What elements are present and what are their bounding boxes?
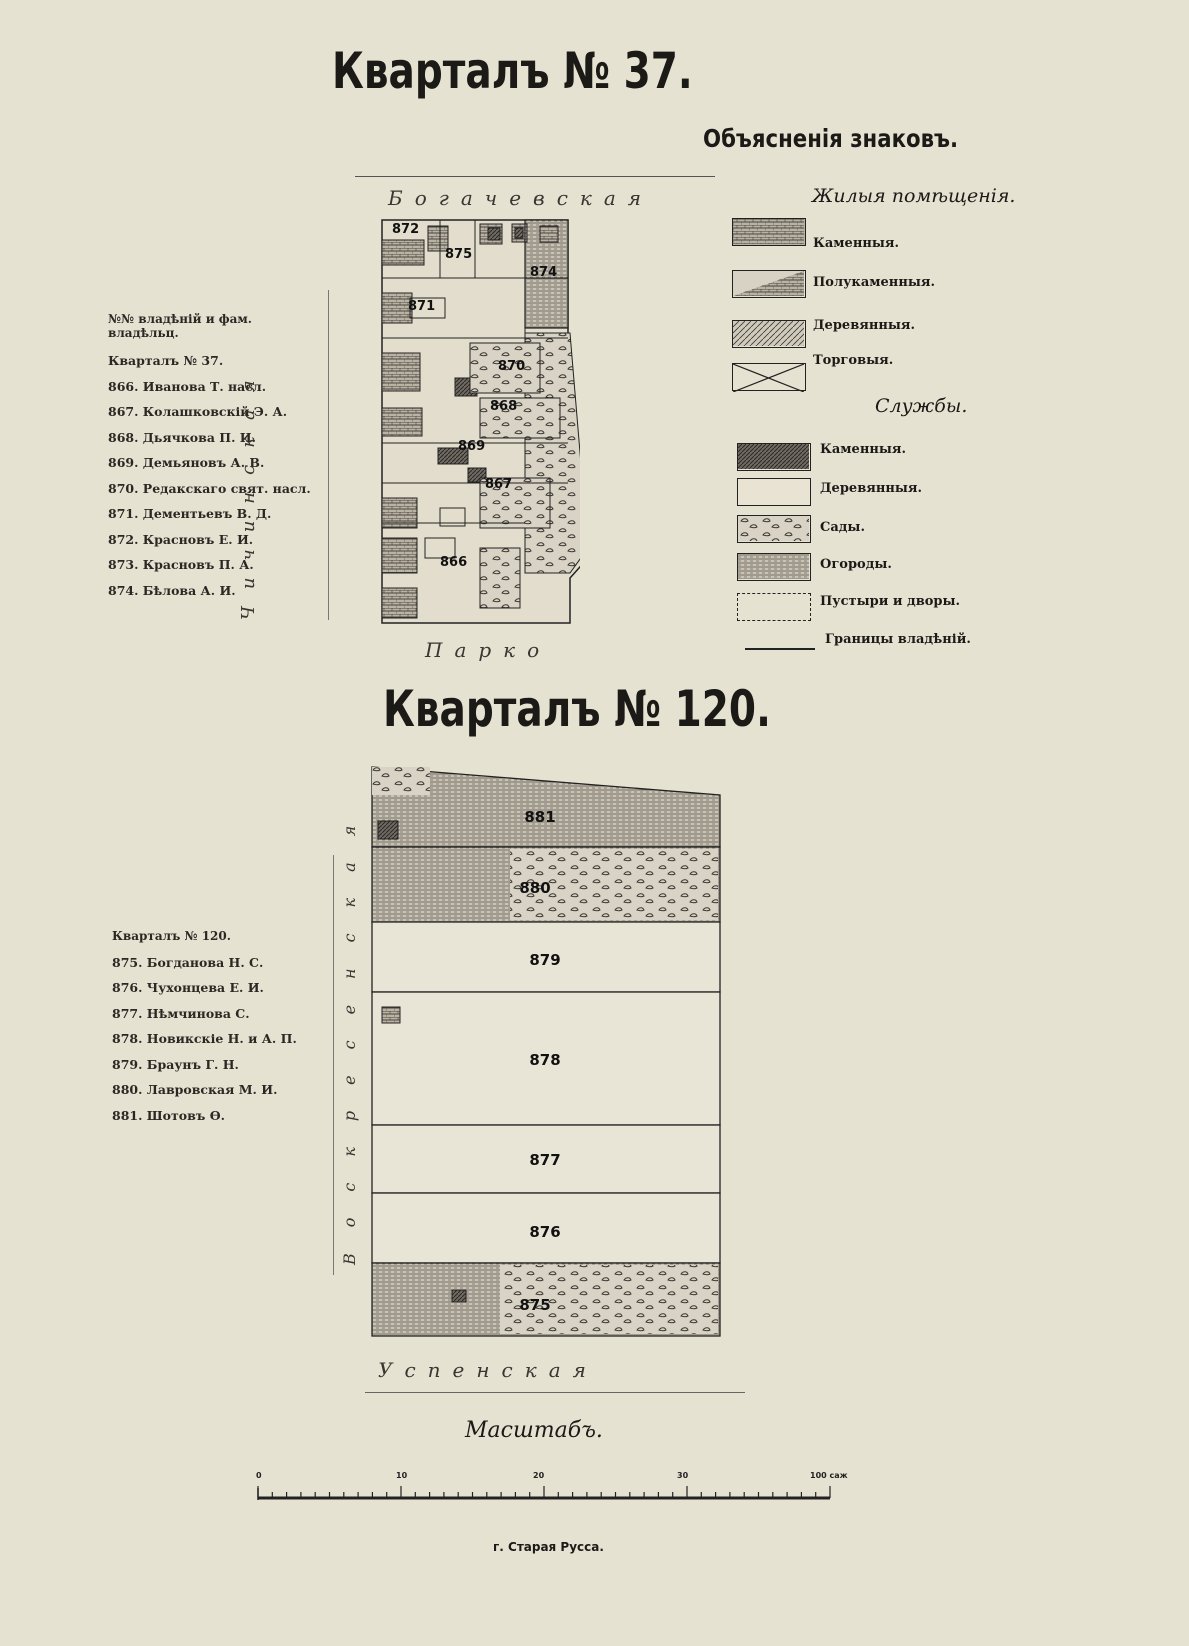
lot-number: 876 <box>529 1223 560 1241</box>
block-120-plan: 881 880 879 878 877 876 875 <box>371 766 721 1337</box>
owner-entry: 869. Демьяновъ А. В. <box>108 455 265 470</box>
swatch-stone <box>732 218 806 246</box>
lot-number: 875 <box>519 1296 550 1314</box>
block-37-plan: 872 875 874 871 870 868 869 867 866 <box>381 219 580 624</box>
lot-number: 871 <box>408 299 435 314</box>
owner-entry: 879. Браунъ Г. Н. <box>112 1056 239 1072</box>
owners-list-37: №№ владѣній и фам. владѣльц. Кварталъ № … <box>108 312 311 603</box>
owner-entry: 874. Бѣлова А. И. <box>108 582 236 598</box>
swatch-wasteland <box>737 593 811 621</box>
street-top-37: Богачевская <box>388 186 653 210</box>
lot-number: 881 <box>524 808 555 826</box>
owner-entry: 875. Богданова Н. С. <box>112 954 264 970</box>
street-bottom-37: Парко <box>425 638 552 662</box>
street-left-120: Воскресенская <box>340 799 359 1265</box>
legend-item: Деревянныя. <box>820 481 923 496</box>
lot-number: 879 <box>529 951 560 969</box>
scale-label: Масштабъ. <box>465 1418 603 1443</box>
swatch-wood <box>732 320 806 348</box>
swatch-vegetable <box>737 553 811 581</box>
lot-number: 869 <box>458 439 485 454</box>
street-line <box>328 290 329 620</box>
lot-number: 867 <box>485 477 512 492</box>
street-line <box>333 855 334 1275</box>
swatch-semi-stone <box>732 270 806 298</box>
lot-number: 875 <box>445 247 472 262</box>
owner-entry: 870. Редакскаго свят. насл. <box>108 480 311 496</box>
street-line <box>355 176 715 177</box>
street-bottom-120: Успенская <box>378 1358 598 1382</box>
scale-tick-label: 100 саж <box>810 1471 848 1480</box>
legend-item: Полукаменныя. <box>813 275 936 290</box>
legend-item: Пустыри и дворы. <box>820 594 961 609</box>
legend-living-title: Жилыя помѣщенія. <box>812 185 1016 207</box>
owner-entry: 878. Новикскіе Н. и А. П. <box>112 1031 297 1046</box>
legend-item: Огороды. <box>820 557 892 572</box>
swatch-trade <box>732 363 806 393</box>
owner-entry: 872. Красновъ Е. И. <box>108 531 254 547</box>
owner-entry: 880. Лавровская М. И. <box>112 1082 278 1097</box>
lot-number: 878 <box>529 1051 560 1069</box>
legend-heading: Объясненія знаковъ. <box>703 124 959 153</box>
footer-city: г. Старая Русса. <box>493 1540 604 1554</box>
swatch-service-stone <box>737 443 811 471</box>
lot-number: 868 <box>490 399 517 414</box>
owner-entry: 876. Чухонцева Е. И. <box>112 980 264 995</box>
owner-entry: 871. Дементьевъ В. Д. <box>108 506 272 521</box>
legend-item: Границы владѣній. <box>825 632 971 647</box>
owner-entry: 877. Нѣмчинова С. <box>112 1005 250 1021</box>
lot-number: 880 <box>519 879 550 897</box>
legend-item: Деревянныя. <box>813 318 916 333</box>
owner-entry: 867. Колашковскій Э. А. <box>108 404 288 419</box>
scale-tick-label: 0 <box>256 1471 262 1480</box>
street-left-37: Чичинская <box>238 363 259 620</box>
lot-number: 872 <box>392 222 419 237</box>
legend-services-title: Службы. <box>875 395 968 417</box>
owners-subheader: Кварталъ № 120. <box>112 929 231 943</box>
swatch-boundary <box>745 648 815 650</box>
lot-number: 870 <box>498 359 525 374</box>
scale-tick-label: 10 <box>396 1471 408 1480</box>
owner-entry: 866. Иванова Т. насл. <box>108 378 267 394</box>
lot-number: 874 <box>530 265 557 280</box>
owner-entry: 881. Шотовъ Ѳ. <box>112 1107 225 1123</box>
scale-tick-label: 30 <box>677 1471 689 1480</box>
swatch-service-wood <box>737 478 811 506</box>
owners-list-120: Кварталъ № 120. 875. Богданова Н. С. 876… <box>112 924 297 1128</box>
owners-header: №№ владѣній и фам. владѣльц. <box>108 312 252 340</box>
street-line <box>365 1392 745 1393</box>
scale-bar: 0 10 20 30 100 саж <box>256 1471 848 1500</box>
legend-item: Сады. <box>820 520 865 535</box>
owner-entry: 873. Красновъ П. А. <box>108 557 254 572</box>
owners-subheader: Кварталъ № 37. <box>108 353 224 368</box>
lot-number: 877 <box>529 1151 560 1169</box>
owner-entry: 868. Дьячкова П. И. <box>108 429 256 445</box>
swatch-garden <box>737 515 811 543</box>
lot-number: 866 <box>440 555 467 570</box>
block-37-title: Кварталъ № 37. <box>332 42 693 100</box>
scale-tick-label: 20 <box>533 1471 545 1480</box>
block-120-title: Кварталъ № 120. <box>383 680 771 738</box>
legend-item: Торговыя. <box>813 353 894 368</box>
legend-item: Каменныя. <box>820 442 907 457</box>
legend-item: Каменныя. <box>813 236 900 251</box>
